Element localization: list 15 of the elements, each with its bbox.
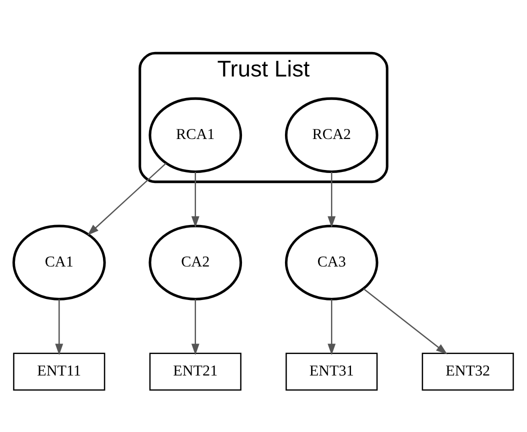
node-box: ENT11 [13,352,106,390]
arrow [328,298,336,355]
arrow [191,171,200,228]
node-ellipse: CA2 [148,224,242,300]
node-ellipse: RCA1 [148,96,242,172]
arrow [328,171,336,228]
arrow [87,162,167,235]
node-box: ENT32 [422,352,514,390]
node-ellipse: CA3 [284,224,378,300]
node-box: ENT31 [286,352,378,390]
arrow [191,298,200,355]
node-ellipse: RCA2 [284,96,378,172]
arrow [363,288,448,354]
arrow [55,298,64,355]
node-box: ENT21 [149,352,242,390]
